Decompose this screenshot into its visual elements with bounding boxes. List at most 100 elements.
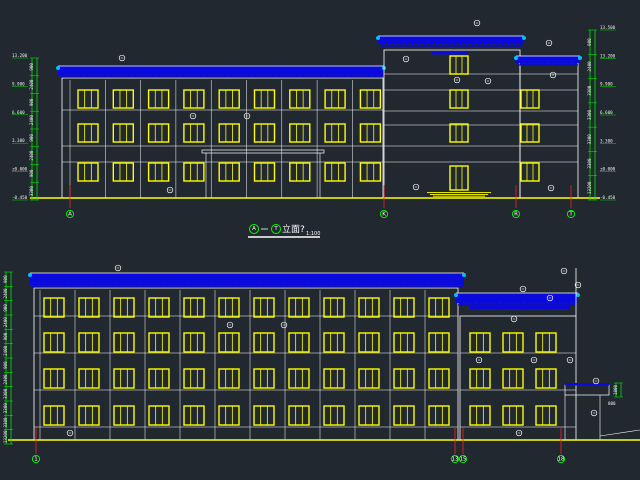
window	[358, 368, 380, 389]
roof-bracket	[346, 285, 349, 288]
window-frame	[218, 368, 240, 389]
axis-label: 18	[558, 456, 565, 462]
axis-bubble-circle	[31, 454, 41, 464]
window	[43, 332, 65, 353]
detail-callout	[189, 112, 197, 120]
window	[469, 405, 491, 426]
window	[469, 368, 491, 389]
window-frame	[535, 332, 557, 353]
window	[324, 123, 346, 143]
window	[520, 89, 540, 109]
title-axis-a: A	[252, 226, 256, 232]
roof-bracket	[472, 303, 475, 306]
side-canopy-roof	[565, 383, 609, 386]
window	[324, 162, 346, 182]
roof-bracket	[362, 75, 365, 78]
roof-bracket	[538, 63, 541, 66]
window	[253, 162, 276, 182]
window-frame	[324, 89, 346, 109]
level-mark: -0.450	[12, 195, 28, 200]
roof-bracket	[284, 75, 287, 78]
window	[43, 297, 65, 318]
level-mark: -0.450	[600, 195, 616, 200]
dim-value: 2400	[3, 374, 8, 385]
roof-bracket	[508, 44, 511, 47]
roof-bracket	[206, 75, 209, 78]
window-frame	[253, 123, 276, 143]
roof-bracket	[448, 44, 451, 47]
window-frame	[359, 162, 382, 182]
window	[113, 332, 135, 353]
window	[324, 89, 346, 109]
window	[218, 368, 240, 389]
detail-callout	[280, 321, 288, 329]
roof-bracket	[80, 75, 83, 78]
window	[183, 162, 205, 182]
window-frame	[183, 332, 205, 353]
window	[288, 368, 310, 389]
roof-bracket	[118, 285, 121, 288]
roof-bracket	[352, 285, 355, 288]
window-frame	[324, 162, 346, 182]
window	[112, 162, 135, 182]
detail-callout	[560, 267, 568, 275]
roof-bracket	[430, 285, 433, 288]
window	[183, 89, 205, 109]
window-frame	[218, 162, 240, 182]
roof-end-ornament	[28, 273, 32, 277]
roof-bracket	[278, 75, 281, 78]
roof-band	[58, 66, 384, 75]
roof-bracket	[412, 285, 415, 288]
window-frame	[112, 123, 135, 143]
window-frame	[449, 55, 469, 75]
window-frame	[147, 89, 170, 109]
roof-bracket	[202, 285, 205, 288]
window-frame	[289, 89, 311, 109]
window-frame	[449, 89, 469, 109]
window	[253, 89, 276, 109]
window	[358, 297, 380, 318]
detail-callout	[515, 429, 523, 437]
title-scale: 1:100	[306, 231, 320, 237]
axis-bubble-circle	[450, 454, 460, 464]
roof-bracket	[314, 75, 317, 78]
roof-bracket	[326, 75, 329, 78]
window-frame	[43, 297, 65, 318]
axis-label: K	[382, 211, 386, 217]
window-frame	[428, 332, 450, 353]
window-frame	[288, 368, 310, 389]
axis-label: R	[514, 211, 518, 217]
roof-bracket	[568, 63, 571, 66]
detail-callout	[566, 356, 574, 364]
roof-bracket	[454, 285, 457, 288]
window-frame	[78, 368, 100, 389]
window-frame	[43, 405, 65, 426]
drawing-title: A T 立面? 1:100	[248, 223, 320, 238]
roof-bracket	[136, 285, 139, 288]
roof-bracket	[46, 285, 49, 288]
window-frame	[520, 89, 540, 109]
roof-bracket	[188, 75, 191, 78]
roof-bracket	[340, 285, 343, 288]
window	[253, 405, 275, 426]
roof-bracket	[122, 75, 125, 78]
window-frame	[359, 89, 382, 109]
roof-bracket	[430, 44, 433, 47]
window-frame	[393, 332, 415, 353]
roof-bracket	[568, 303, 571, 306]
roof-bracket	[100, 285, 103, 288]
roof-bracket	[170, 75, 173, 78]
title-label: 立面?	[282, 223, 305, 235]
roof-bracket	[196, 285, 199, 288]
roof-bracket	[154, 285, 157, 288]
roof-bracket	[344, 75, 347, 78]
axis-bubble: 1	[31, 454, 41, 464]
roof-bracket	[274, 285, 277, 288]
roof-bracket	[334, 285, 337, 288]
roof-bracket	[514, 44, 517, 47]
window-frame	[502, 332, 524, 353]
roof-bracket	[556, 63, 559, 66]
axis-bubble-circle	[511, 209, 521, 219]
axis-bubble: 15	[458, 454, 468, 464]
